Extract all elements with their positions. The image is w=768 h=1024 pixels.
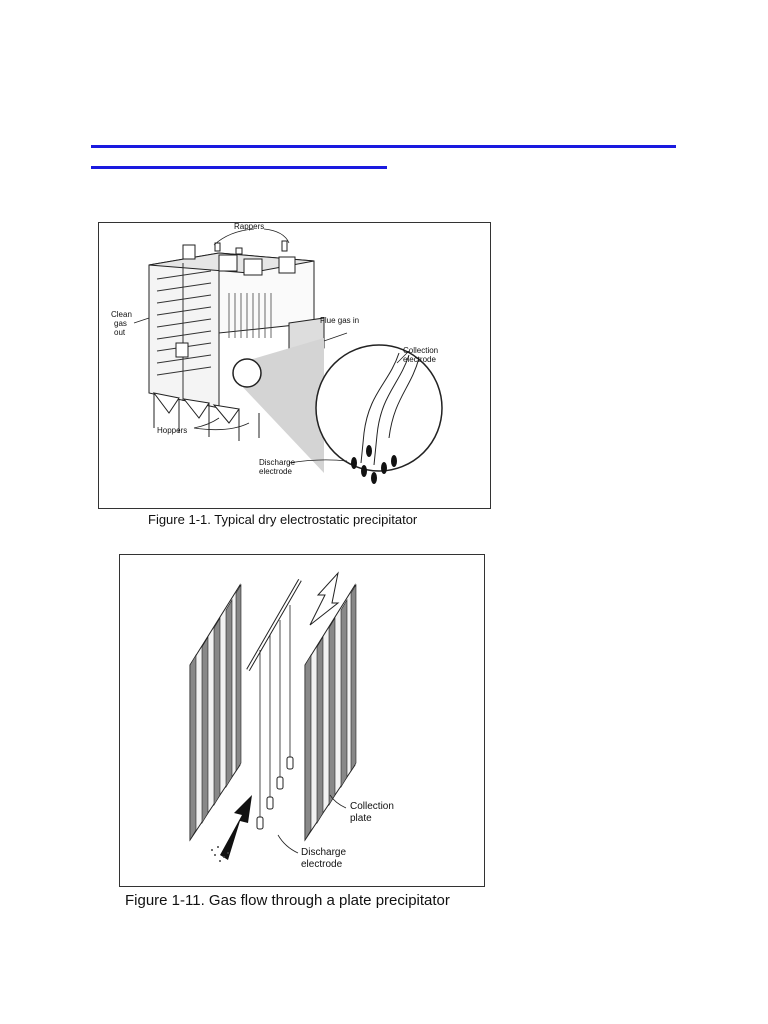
label-collection-electrode: electrode [403, 355, 436, 364]
label-discharge: Discharge [259, 458, 296, 467]
figure-precipitator-diagram: Rappers Clean gas out Flue gas in Collec… [98, 222, 491, 509]
label-collection: Collection [403, 346, 438, 355]
plate-precipitator-illustration: Collection plate Discharge electrode [189, 571, 394, 870]
label-discharge-electrode: electrode [301, 859, 343, 870]
figure1-caption: Figure 1-1. Typical dry electrostatic pr… [148, 512, 418, 527]
label-hoppers: Hoppers [157, 426, 187, 435]
label-collection-plate-1: Collection [350, 801, 394, 812]
label-discharge-1: Discharge [301, 847, 346, 858]
label-clean: Clean [111, 310, 132, 319]
label-discharge-electrode: electrode [259, 467, 292, 476]
label-rappers: Rappers [234, 223, 264, 231]
figure2-caption: Figure 1-11. Gas flow through a plate pr… [125, 892, 450, 909]
precipitator-illustration: Rappers Clean gas out Flue gas in Collec… [111, 223, 443, 484]
link-underline-2[interactable] [91, 166, 387, 169]
label-gas: gas [114, 319, 127, 328]
label-out: out [114, 328, 126, 337]
label-collection-plate-2: plate [350, 813, 372, 824]
link-underline-1[interactable] [91, 145, 676, 148]
figure-plate-precipitator-diagram: Collection plate Discharge electrode [119, 554, 485, 887]
label-flue-gas-in: Flue gas in [320, 316, 359, 325]
